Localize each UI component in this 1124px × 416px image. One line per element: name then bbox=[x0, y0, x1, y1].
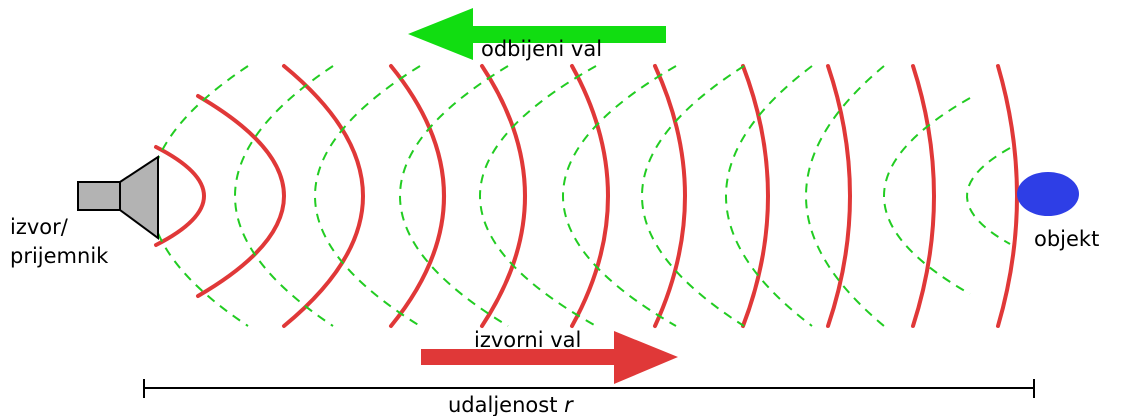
distance-symbol: r bbox=[564, 393, 574, 416]
reflected-wavefront bbox=[562, 65, 677, 327]
reflected-wavefront bbox=[234, 65, 334, 327]
distance-label: udaljenost r bbox=[448, 393, 574, 416]
source-wavefront bbox=[741, 64, 770, 328]
source-wave-label: izvorni val bbox=[474, 328, 581, 352]
speaker-cone bbox=[119, 155, 159, 240]
speaker-icon bbox=[77, 155, 159, 240]
reflected-wave-label: odbijeni val bbox=[481, 37, 602, 61]
distance-label-text: udaljenost bbox=[448, 393, 564, 416]
distance-scale bbox=[143, 379, 1035, 398]
source-wavefront bbox=[154, 145, 206, 247]
source-label-line2: prijemnik bbox=[10, 244, 109, 268]
source-wavefront bbox=[570, 64, 610, 328]
source-wavefront bbox=[196, 94, 286, 298]
source-wavefront bbox=[480, 64, 527, 328]
object-label: objekt bbox=[1034, 227, 1099, 251]
reflected-wavefront bbox=[479, 65, 597, 327]
speaker-body bbox=[77, 181, 121, 211]
reflected-wavefront bbox=[725, 65, 813, 327]
reflected-wave-arrow bbox=[408, 8, 666, 60]
reflected-wavefront bbox=[641, 65, 745, 327]
source-wavefront bbox=[282, 64, 365, 328]
source-wave-arrow bbox=[421, 331, 678, 384]
wavefronts bbox=[149, 64, 1019, 328]
source-wavefront bbox=[389, 64, 446, 328]
source-wavefront bbox=[911, 64, 936, 328]
reflected-wavefront bbox=[883, 97, 971, 295]
reflected-wavefront bbox=[314, 65, 421, 327]
source-wavefront bbox=[653, 64, 687, 328]
source-label-line1: izvor/ bbox=[10, 215, 69, 239]
source-wavefront bbox=[826, 64, 852, 328]
reflected-wavefront bbox=[966, 147, 1011, 245]
reflected-wavefront bbox=[805, 65, 885, 327]
object-ellipse bbox=[1017, 172, 1079, 216]
reflected-wavefront bbox=[149, 65, 249, 327]
reflected-wavefront bbox=[399, 65, 509, 327]
source-wavefront bbox=[996, 64, 1019, 328]
